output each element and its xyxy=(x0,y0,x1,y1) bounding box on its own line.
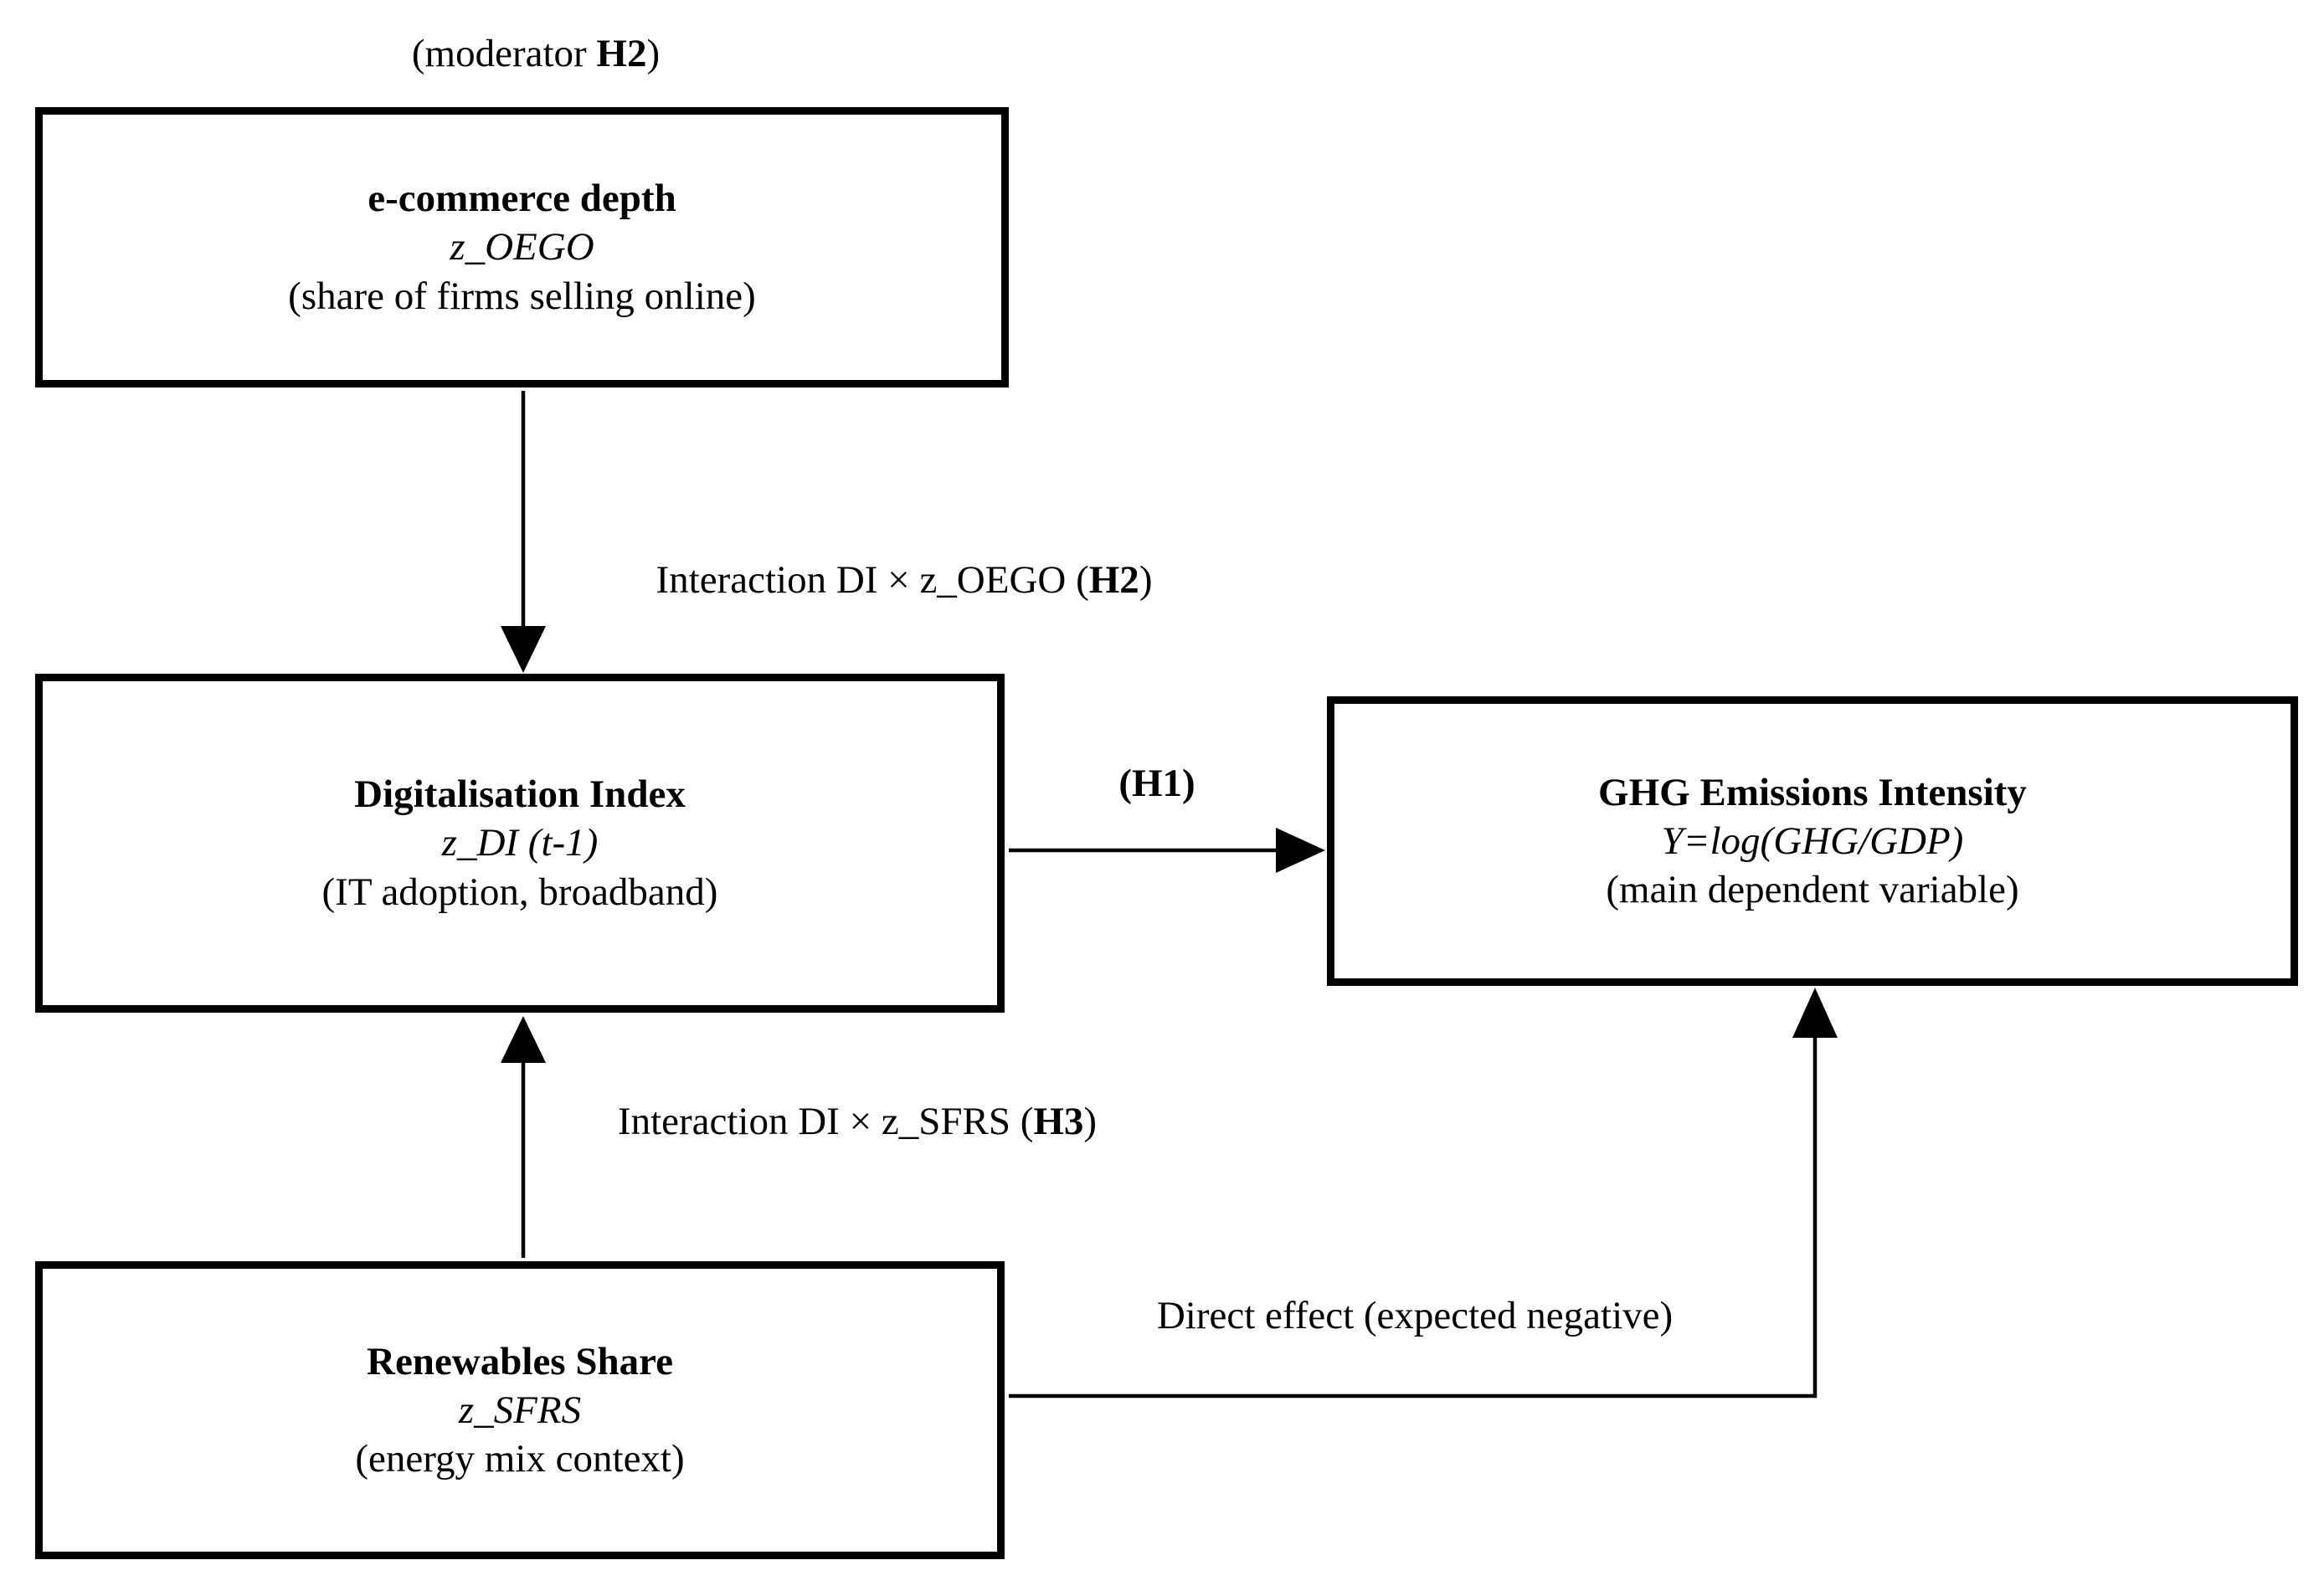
digitalisation-title: Digitalisation Index xyxy=(354,772,686,817)
arrow-di-to-ghg-head xyxy=(1276,828,1325,873)
interaction-h2-suffix: ) xyxy=(1139,558,1153,602)
interaction-h3-suffix: ) xyxy=(1083,1100,1098,1143)
interaction-h2-prefix: Interaction DI × z_OEGO ( xyxy=(656,558,1089,602)
ecommerce-variable: z_OEGO xyxy=(450,225,594,269)
interaction-h2-label: Interaction DI × z_OEGO (H2) xyxy=(656,557,1153,603)
digitalisation-variable: z_DI (t-1) xyxy=(441,821,599,865)
digitalisation-note: (IT adoption, broadband) xyxy=(321,870,718,914)
box-ghg-emissions-intensity: GHG Emissions Intensity Y=log(GHG/GDP) (… xyxy=(1327,696,2298,986)
moderator-note-suffix: ) xyxy=(646,32,661,75)
ghg-title: GHG Emissions Intensity xyxy=(1598,770,2027,814)
h1-label: (H1) xyxy=(1118,761,1195,806)
renewables-variable: z_SFRS xyxy=(458,1388,582,1432)
arrow-renewables-to-ghg-head xyxy=(1792,988,1838,1038)
interaction-h2-hypothesis: H2 xyxy=(1088,558,1139,602)
ecommerce-note: (share of firms selling online) xyxy=(288,274,756,318)
arrow-renewables-to-di-head xyxy=(501,1016,546,1063)
moderator-note-prefix: (moderator xyxy=(411,32,597,75)
h1-hypothesis: (H1) xyxy=(1118,762,1195,805)
box-renewables-share: Renewables Share z_SFRS (energy mix cont… xyxy=(35,1261,1005,1559)
arrow-renewables-to-ghg-line xyxy=(1009,1034,1818,1398)
renewables-title: Renewables Share xyxy=(367,1339,673,1383)
ghg-variable: Y=log(GHG/GDP) xyxy=(1661,819,1964,863)
interaction-h3-prefix: Interaction DI × z_SFRS ( xyxy=(617,1100,1034,1143)
renewables-note: (energy mix context) xyxy=(355,1437,685,1481)
box-ecommerce-depth: e-commerce depth z_OEGO (share of firms … xyxy=(35,107,1009,387)
moderator-note-hypothesis: H2 xyxy=(596,32,647,75)
ecommerce-title: e-commerce depth xyxy=(368,177,676,221)
interaction-h3-label: Interaction DI × z_SFRS (H3) xyxy=(618,1099,1097,1144)
box-digitalisation-index: Digitalisation Index z_DI (t-1) (IT adop… xyxy=(35,674,1005,1013)
interaction-h3-hypothesis: H3 xyxy=(1033,1100,1084,1143)
ghg-note: (main dependent variable) xyxy=(1606,868,2019,912)
arrow-ecommerce-to-di-head xyxy=(501,626,546,673)
moderator-note: (moderator H2) xyxy=(412,31,660,76)
direct-effect-label: Direct effect (expected negative) xyxy=(1156,1294,1674,1337)
